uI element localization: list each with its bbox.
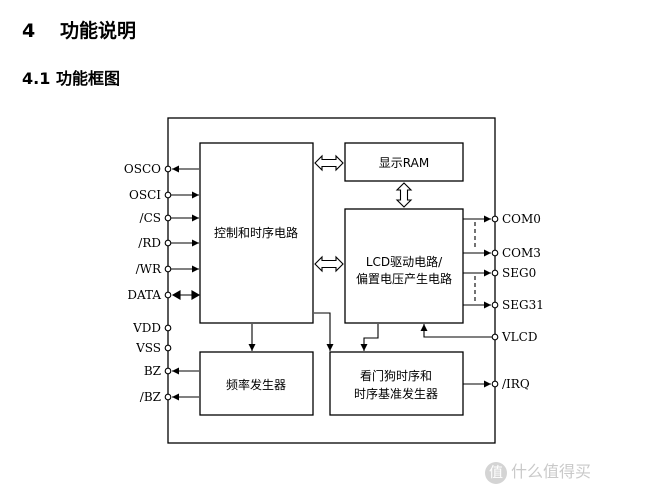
control-timing-block xyxy=(199,142,314,324)
data-arrow-left xyxy=(171,290,181,300)
pin-osci xyxy=(164,191,172,199)
vlcd-line xyxy=(420,324,495,338)
freq-generator-block xyxy=(199,351,314,416)
pin-label-seg31: SEG31 xyxy=(502,298,544,312)
watchdog-label-1: 看门狗时序和 xyxy=(360,368,432,383)
pin-seg0 xyxy=(491,269,499,277)
pin-label-vss: VSS xyxy=(135,341,161,355)
pin-vlcd xyxy=(491,333,499,341)
lcd-driver-label-1: LCD驱动电路/ xyxy=(366,254,443,269)
display-ram-block xyxy=(344,142,464,182)
pin-rd xyxy=(164,239,172,247)
pin-label-vlcd: VLCD xyxy=(501,330,537,344)
pin-label-com3: COM3 xyxy=(502,246,541,260)
pin-bz xyxy=(164,367,172,375)
pin-label-irq: /IRQ xyxy=(502,377,530,391)
watermark-logo-icon: 值 xyxy=(485,461,507,484)
control-timing-label: 控制和时序电路 xyxy=(214,225,298,240)
section-title: 功能说明 xyxy=(60,20,137,42)
pin-label-com0: COM0 xyxy=(502,212,541,226)
pin-label-bz: BZ xyxy=(144,364,161,378)
watchdog-label-2: 时序基准发生器 xyxy=(354,386,438,401)
bus-arrow-lcd xyxy=(314,255,344,273)
pin-irq xyxy=(491,380,499,388)
pin-label-seg0: SEG0 xyxy=(502,266,536,280)
lcd-to-watchdog-line xyxy=(360,324,379,351)
pin-cs xyxy=(164,214,172,222)
pin-label-osco: OSCO xyxy=(124,162,161,176)
display-ram-label: 显示RAM xyxy=(379,156,429,170)
subsection-number: 4.1 xyxy=(22,69,51,88)
section-number: 4 xyxy=(22,20,36,42)
pin-label-vdd: VDD xyxy=(132,321,161,335)
ctrl-to-watchdog-line xyxy=(314,312,334,351)
chip-outline xyxy=(167,117,496,444)
bus-arrow-ram-lcd xyxy=(395,182,413,208)
lcd-driver-label-2: 偏置电压产生电路 xyxy=(356,271,452,286)
pin-data xyxy=(164,291,172,299)
watchdog-block xyxy=(329,351,464,416)
pin-label-nbz: /BZ xyxy=(140,390,161,404)
pin-seg31 xyxy=(491,301,499,309)
freq-generator-label: 频率发生器 xyxy=(226,377,286,392)
pin-com0 xyxy=(491,215,499,223)
section-heading: 4 功能说明 xyxy=(22,16,136,43)
pin-vdd xyxy=(164,324,172,332)
pin-com3 xyxy=(491,249,499,257)
pin-label-rd: /RD xyxy=(138,236,161,250)
watermark-text: 什么值得买 xyxy=(511,462,592,481)
bus-arrow-ram xyxy=(314,154,344,172)
data-arrow-right xyxy=(191,290,201,300)
pin-wr xyxy=(164,265,172,273)
pin-osco xyxy=(164,165,172,173)
watermark: 值什么值得买 xyxy=(485,458,591,484)
subsection-title: 功能框图 xyxy=(56,69,121,88)
pin-vss xyxy=(164,344,172,352)
pin-label-wr: /WR xyxy=(136,262,162,276)
pin-label-cs: /CS xyxy=(140,211,161,225)
subsection-heading: 4.1 功能框图 xyxy=(22,65,120,89)
pin-nbz xyxy=(164,393,172,401)
lcd-driver-block xyxy=(344,208,464,324)
pin-label-data: DATA xyxy=(127,288,161,302)
pin-label-osci: OSCI xyxy=(129,188,161,202)
